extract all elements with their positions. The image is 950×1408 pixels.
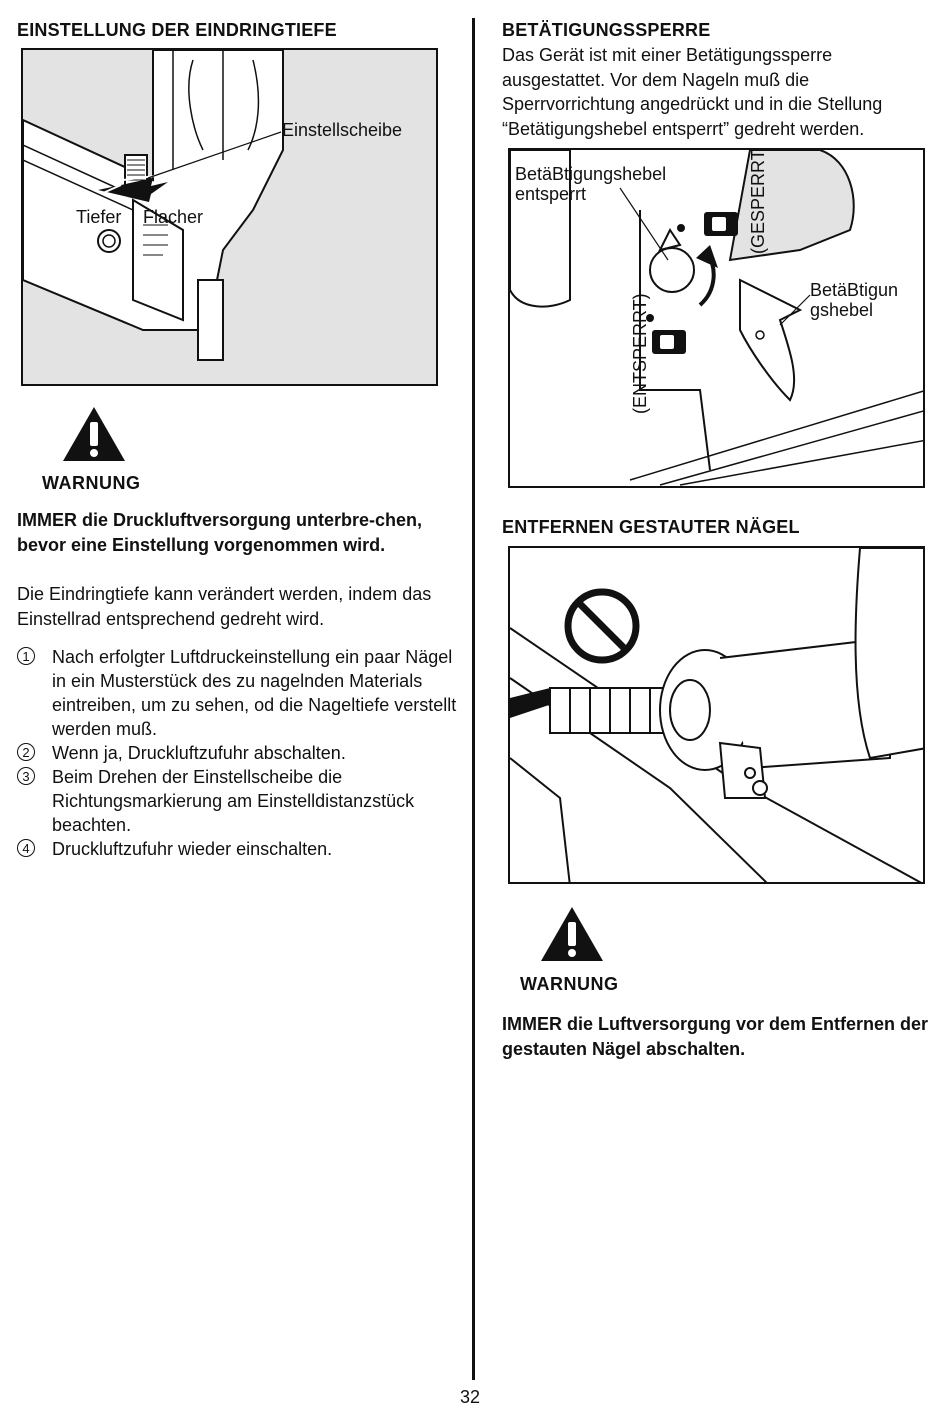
depth-adjustment-figure: Einstellscheibe Tiefer Flacher [21, 48, 438, 386]
step-number: 2 [17, 743, 35, 761]
warning-triangle-icon [63, 407, 125, 461]
locked-position-label: (GESPERRT) [748, 148, 768, 254]
depth-adjustment-heading: EINSTELLUNG DER EINDRINGTIEFE [17, 20, 337, 40]
jam-removal-heading: ENTFERNEN GESTAUTER NÄGEL [502, 517, 800, 537]
nailer-nose-illustration [23, 50, 284, 361]
adjustment-steps-list: 1 Nach erfolgter Luftdruckeinstellung ein… [17, 645, 457, 861]
trigger-lock-text: Das Gerät ist mit einer Betätigungssperr… [502, 45, 883, 139]
air-disconnect-illustration [510, 548, 923, 882]
prohibited-icon [564, 588, 640, 664]
unlocked-position-label: (ENTSPERRT) [630, 293, 650, 414]
page-number: 32 [460, 1387, 481, 1407]
jam-removal-figure [508, 546, 925, 884]
shallower-label: Flacher [143, 207, 204, 227]
trigger-lock-heading: BETÄTIGUNGSSPERRE [502, 20, 711, 40]
warning-bold-text: IMMER die Druckluftversorgung unterbre-c… [17, 510, 423, 555]
trigger-label-line1: BetäBtigun [810, 280, 899, 300]
step-text: Wenn ja, Druckluftzufuhr abschalten. [52, 743, 346, 763]
step-item: 2 Wenn ja, Druckluftzufuhr abschalten. [17, 741, 457, 765]
step-text: Beim Drehen der Einstellscheibe die Rich… [52, 767, 415, 835]
column-divider [472, 18, 475, 1380]
trigger-label-line2: gshebel [810, 300, 874, 320]
jam-warning-bold-text: IMMER die Luftversorgung vor dem Entfern… [502, 1014, 929, 1059]
step-text: Druckluftzufuhr wieder einschalten. [52, 839, 333, 859]
step-item: 4 Druckluftzufuhr wieder einschalten. [17, 837, 457, 861]
warning-triangle-icon [541, 907, 603, 961]
trigger-lock-illustration [510, 150, 923, 486]
deeper-label: Tiefer [76, 207, 122, 227]
step-number: 4 [17, 839, 35, 857]
warning-label: WARNUNG [42, 473, 141, 493]
warning-label: WARNUNG [520, 974, 619, 994]
step-item: 1 Nach erfolgter Luftdruckeinstellung ein… [17, 645, 457, 741]
disc-label: Einstellscheibe [282, 120, 403, 140]
step-number: 3 [17, 767, 35, 785]
step-item: 3 Beim Drehen der Einstellscheibe die Ric… [17, 765, 457, 837]
trigger-lock-figure: BetäBtigungshebel entsperrt (GESPERRT) (… [508, 148, 925, 488]
unlocked-lever-label-line1: BetäBtigungshebel [515, 164, 667, 184]
step-number: 1 [17, 647, 35, 665]
depth-intro-text: Die Eindringtiefe kann verändert werden,… [17, 584, 432, 629]
unlocked-lever-label-line2: entsperrt [515, 184, 587, 204]
step-text: Nach erfolgter Luftdruckeinstellung ein … [52, 647, 457, 739]
